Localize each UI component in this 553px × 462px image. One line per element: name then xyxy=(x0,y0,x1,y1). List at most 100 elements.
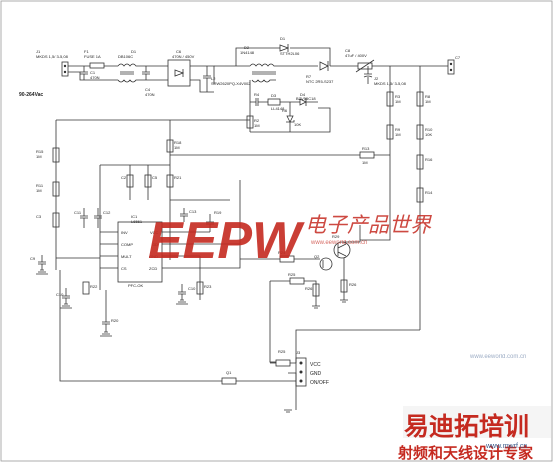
input-wires xyxy=(68,65,118,81)
resistor-r3: R8 1M xyxy=(416,91,431,107)
ic-pin-vcc: VCC xyxy=(150,230,159,235)
svg-text:NTC 2R5-S237: NTC 2R5-S237 xyxy=(306,79,334,84)
svg-text:DB106C: DB106C xyxy=(118,54,133,59)
svg-text:C7: C7 xyxy=(455,55,461,60)
bridge-d1: C6 470N / 450V xyxy=(150,49,195,87)
resistor-r20: R22 xyxy=(82,281,98,295)
svg-text:C13: C13 xyxy=(189,209,197,214)
svg-text:L6561: L6561 xyxy=(131,219,143,224)
svg-text:1M: 1M xyxy=(395,99,401,104)
resistor-r14: R15 1M xyxy=(36,147,60,163)
resistor-r6: R2 1M xyxy=(246,115,260,129)
svg-text:R24: R24 xyxy=(278,250,286,255)
ic-pin-cs: CS xyxy=(121,266,127,271)
svg-text:R20: R20 xyxy=(111,318,119,323)
svg-text:R29: R29 xyxy=(332,234,340,239)
divider-wires xyxy=(389,66,421,330)
svg-text:1M: 1M xyxy=(36,188,42,193)
svg-text:C1: C1 xyxy=(90,70,96,75)
svg-text:EEPW: EEPW xyxy=(148,212,305,270)
input-voltage-label: 90-264Vac xyxy=(19,92,43,98)
connector-j3: J3 VCC GND ON/OFF xyxy=(295,350,329,387)
resistor-r23: R25 xyxy=(288,272,305,285)
svg-text:1N4148: 1N4148 xyxy=(240,50,255,55)
connector-wires xyxy=(59,270,420,410)
capacitor-c13: R20 xyxy=(102,315,119,332)
j3-pin-gnd: GND xyxy=(310,371,322,377)
svg-text:BZV55C18: BZV55C18 xyxy=(296,96,316,101)
mwrf-watermark: 易迪拓培训 射频和天线设计专家 www.mwrf.cn www.eeworld.… xyxy=(397,354,551,462)
resistor-r17: C3 xyxy=(36,212,60,228)
aux-return xyxy=(262,107,331,133)
svg-text:1M: 1M xyxy=(36,154,42,159)
svg-text:D2: D2 xyxy=(244,45,250,50)
svg-text:SRW2620PQ-X4V002: SRW2620PQ-X4V002 xyxy=(211,81,251,86)
svg-text:C9: C9 xyxy=(30,256,36,261)
svg-text:R4: R4 xyxy=(254,92,260,97)
svg-text:R25: R25 xyxy=(278,349,286,354)
svg-text:R21: R21 xyxy=(174,175,182,180)
svg-text:D3: D3 xyxy=(271,93,277,98)
resistor-r8: R9 1M xyxy=(386,124,401,140)
svg-text:R11: R11 xyxy=(36,183,44,188)
svg-text:R3: R3 xyxy=(395,94,401,99)
inductor-l2: D2 1N4148 xyxy=(240,45,290,83)
ic-pin-comp: COMP xyxy=(121,242,133,247)
resistor-r18: C5 xyxy=(144,174,158,188)
svg-text:C4: C4 xyxy=(145,87,151,92)
capacitor-c6: L2 SRW2620PQ-X4V002 xyxy=(203,66,251,92)
ic-wires xyxy=(56,165,241,300)
eepw-logo: EEPW xyxy=(148,212,305,270)
svg-text:R7: R7 xyxy=(306,74,312,79)
mwrf-banner: 易迪拓培训 xyxy=(404,412,529,441)
svg-text:R15: R15 xyxy=(36,149,44,154)
zener-d4: R6 10K xyxy=(282,102,301,132)
resistor-r2: R3 1M xyxy=(386,91,401,107)
svg-text:R9: R9 xyxy=(395,127,401,132)
svg-text:IC1: IC1 xyxy=(131,214,138,219)
mid-wires xyxy=(100,120,171,260)
mwrf-subtitle: 射频和天线设计专家 xyxy=(397,444,533,462)
svg-text:L2: L2 xyxy=(211,76,216,81)
diode-d2: D1 STTH2L06 xyxy=(235,36,331,66)
svg-text:Q1: Q1 xyxy=(226,370,232,375)
svg-text:C6: C6 xyxy=(176,49,182,54)
j3-pin-vcc: VCC xyxy=(310,362,321,368)
ic-pin-gd: GD xyxy=(152,242,158,247)
svg-text:R19: R19 xyxy=(214,210,222,215)
eepw-site: www.eeworld.com.cn xyxy=(310,240,367,246)
choke-l1: D1 DB106C xyxy=(117,49,150,83)
svg-text:10K: 10K xyxy=(425,132,432,137)
svg-text:1M: 1M xyxy=(395,132,401,137)
svg-text:1M: 1M xyxy=(174,145,180,150)
resistor-r24: R26 xyxy=(305,283,320,297)
ic-pin-gnd: GND xyxy=(149,254,158,259)
capacitor-c9: C11 xyxy=(74,208,88,228)
connector-j1: J1 MKDS 1,5/ 3-5,08 xyxy=(36,49,69,77)
fuse-f1: F1 FUSE 1A xyxy=(84,49,105,69)
svg-text:C2: C2 xyxy=(121,175,127,180)
svg-text:R13: R13 xyxy=(362,146,370,151)
j1-part: MKDS 1,5/ 3-5,08 xyxy=(36,54,69,59)
svg-text:J2: J2 xyxy=(374,76,379,81)
svg-text:C5: C5 xyxy=(152,175,158,180)
resistor-r16: R14 xyxy=(416,187,433,203)
capacitor-c10: C12 xyxy=(94,208,111,228)
svg-text:47uF / 400V: 47uF / 400V xyxy=(345,53,367,58)
capacitor-c4: C4 470N xyxy=(142,66,155,97)
resistor-r10: R13 1M xyxy=(170,146,390,165)
resistor-r19: R21 xyxy=(166,174,182,188)
resistor-r13: R16 xyxy=(416,154,433,170)
svg-text:1M: 1M xyxy=(254,123,260,128)
svg-text:R26: R26 xyxy=(349,282,357,287)
svg-text:C11: C11 xyxy=(74,210,82,215)
resistor-r21: R23 xyxy=(196,281,212,295)
ic-pin-inv: INV xyxy=(121,230,128,235)
capacitor-c5: C10 xyxy=(178,284,196,300)
capacitor-c12: R19 xyxy=(206,210,222,232)
connector-j2: C7 xyxy=(447,55,461,75)
eeworld-site: www.eeworld.com.cn xyxy=(469,354,526,360)
svg-text:J3: J3 xyxy=(296,350,301,355)
